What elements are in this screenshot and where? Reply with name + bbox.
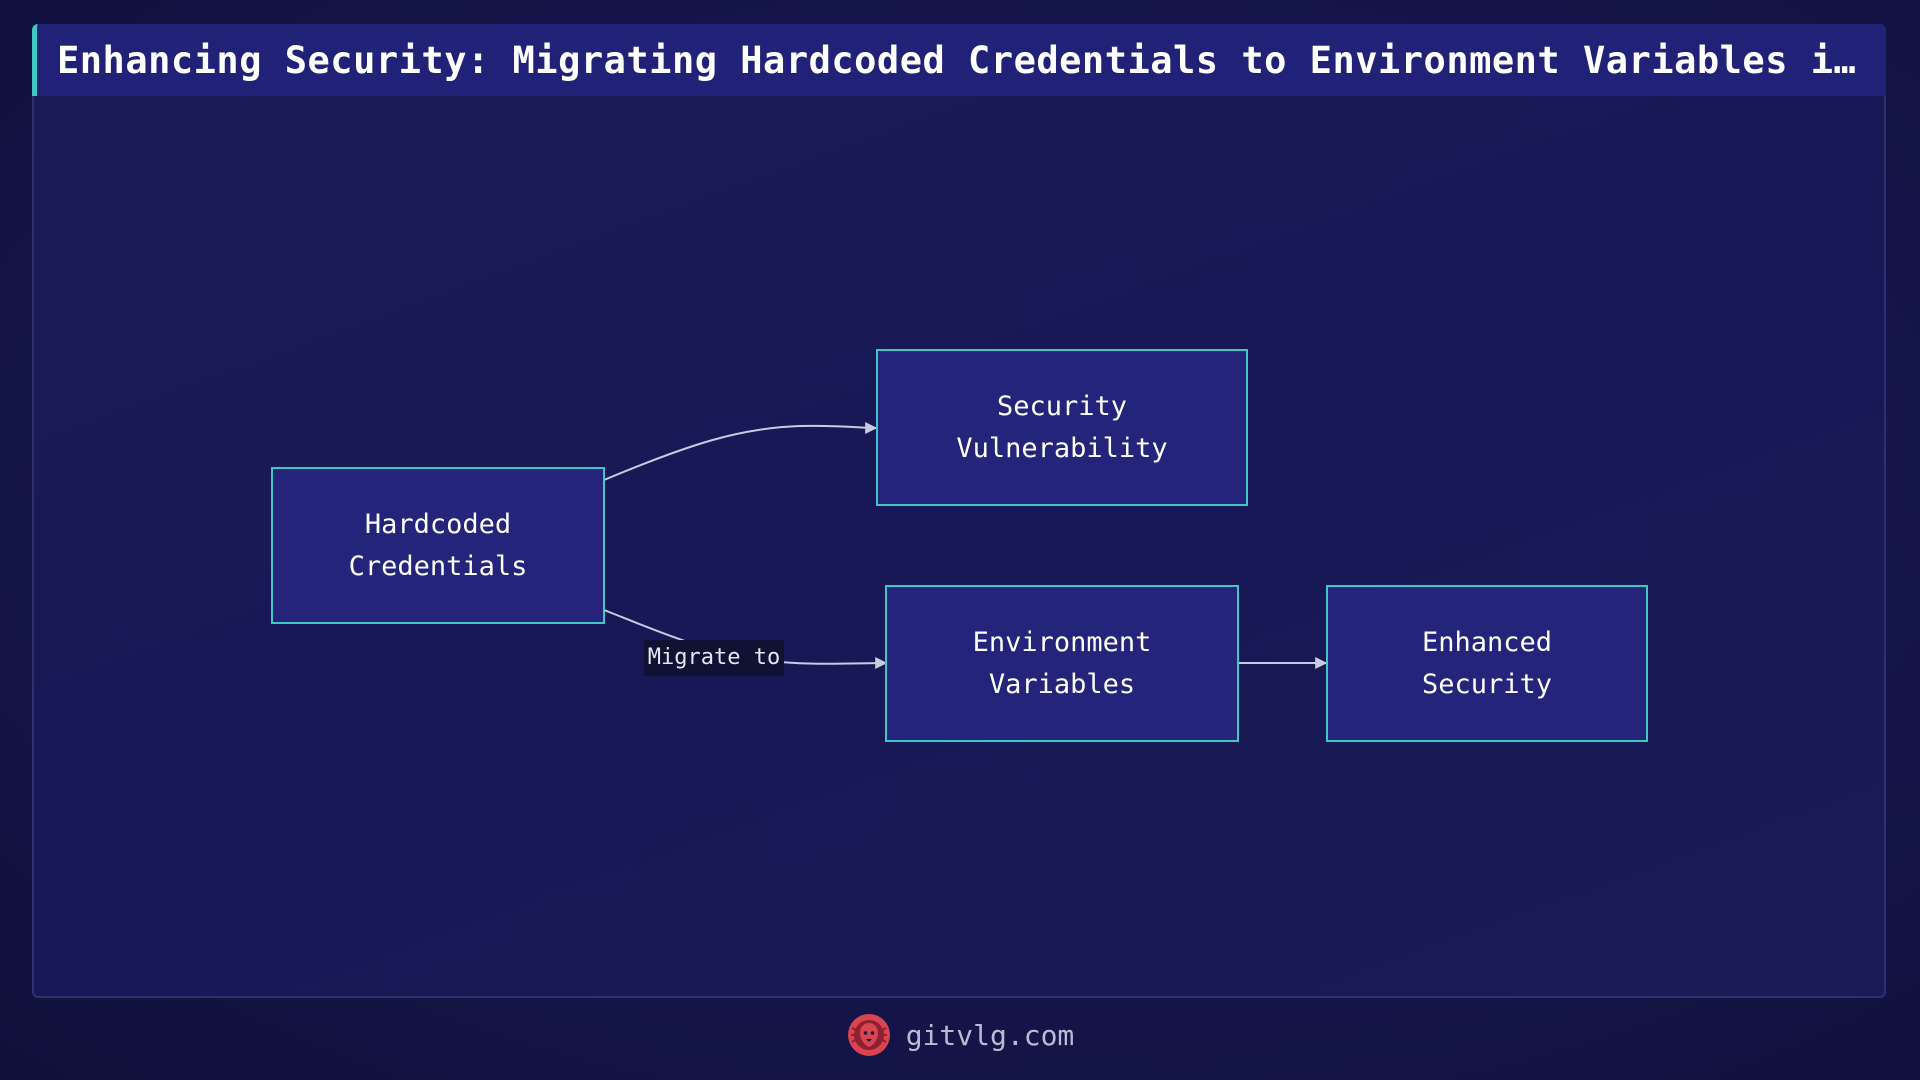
- title-bar: Enhancing Security: Migrating Hardcoded …: [32, 24, 1886, 96]
- node-label: Enhanced Security: [1421, 626, 1553, 700]
- node-label: Environment Variables: [972, 626, 1152, 700]
- node-enhanced-security: Enhanced Security: [1326, 585, 1648, 742]
- edge-label-migrate-to: Migrate to: [644, 640, 784, 676]
- footer-brand[interactable]: gitvlg.com: [905, 1018, 1075, 1052]
- lion-head-icon: [847, 1014, 890, 1056]
- node-hardcoded-credentials: Hardcoded Credentials: [271, 467, 605, 624]
- node-label: Hardcoded Credentials: [348, 508, 528, 582]
- node-environment-variables: Environment Variables: [885, 585, 1239, 742]
- node-security-vulnerability: Security Vulnerability: [876, 349, 1248, 506]
- node-label: Security Vulnerability: [956, 390, 1168, 464]
- footer: gitvlg.com: [0, 1010, 1920, 1060]
- edge-hardcoded-to-vulnerability: [603, 421, 878, 481]
